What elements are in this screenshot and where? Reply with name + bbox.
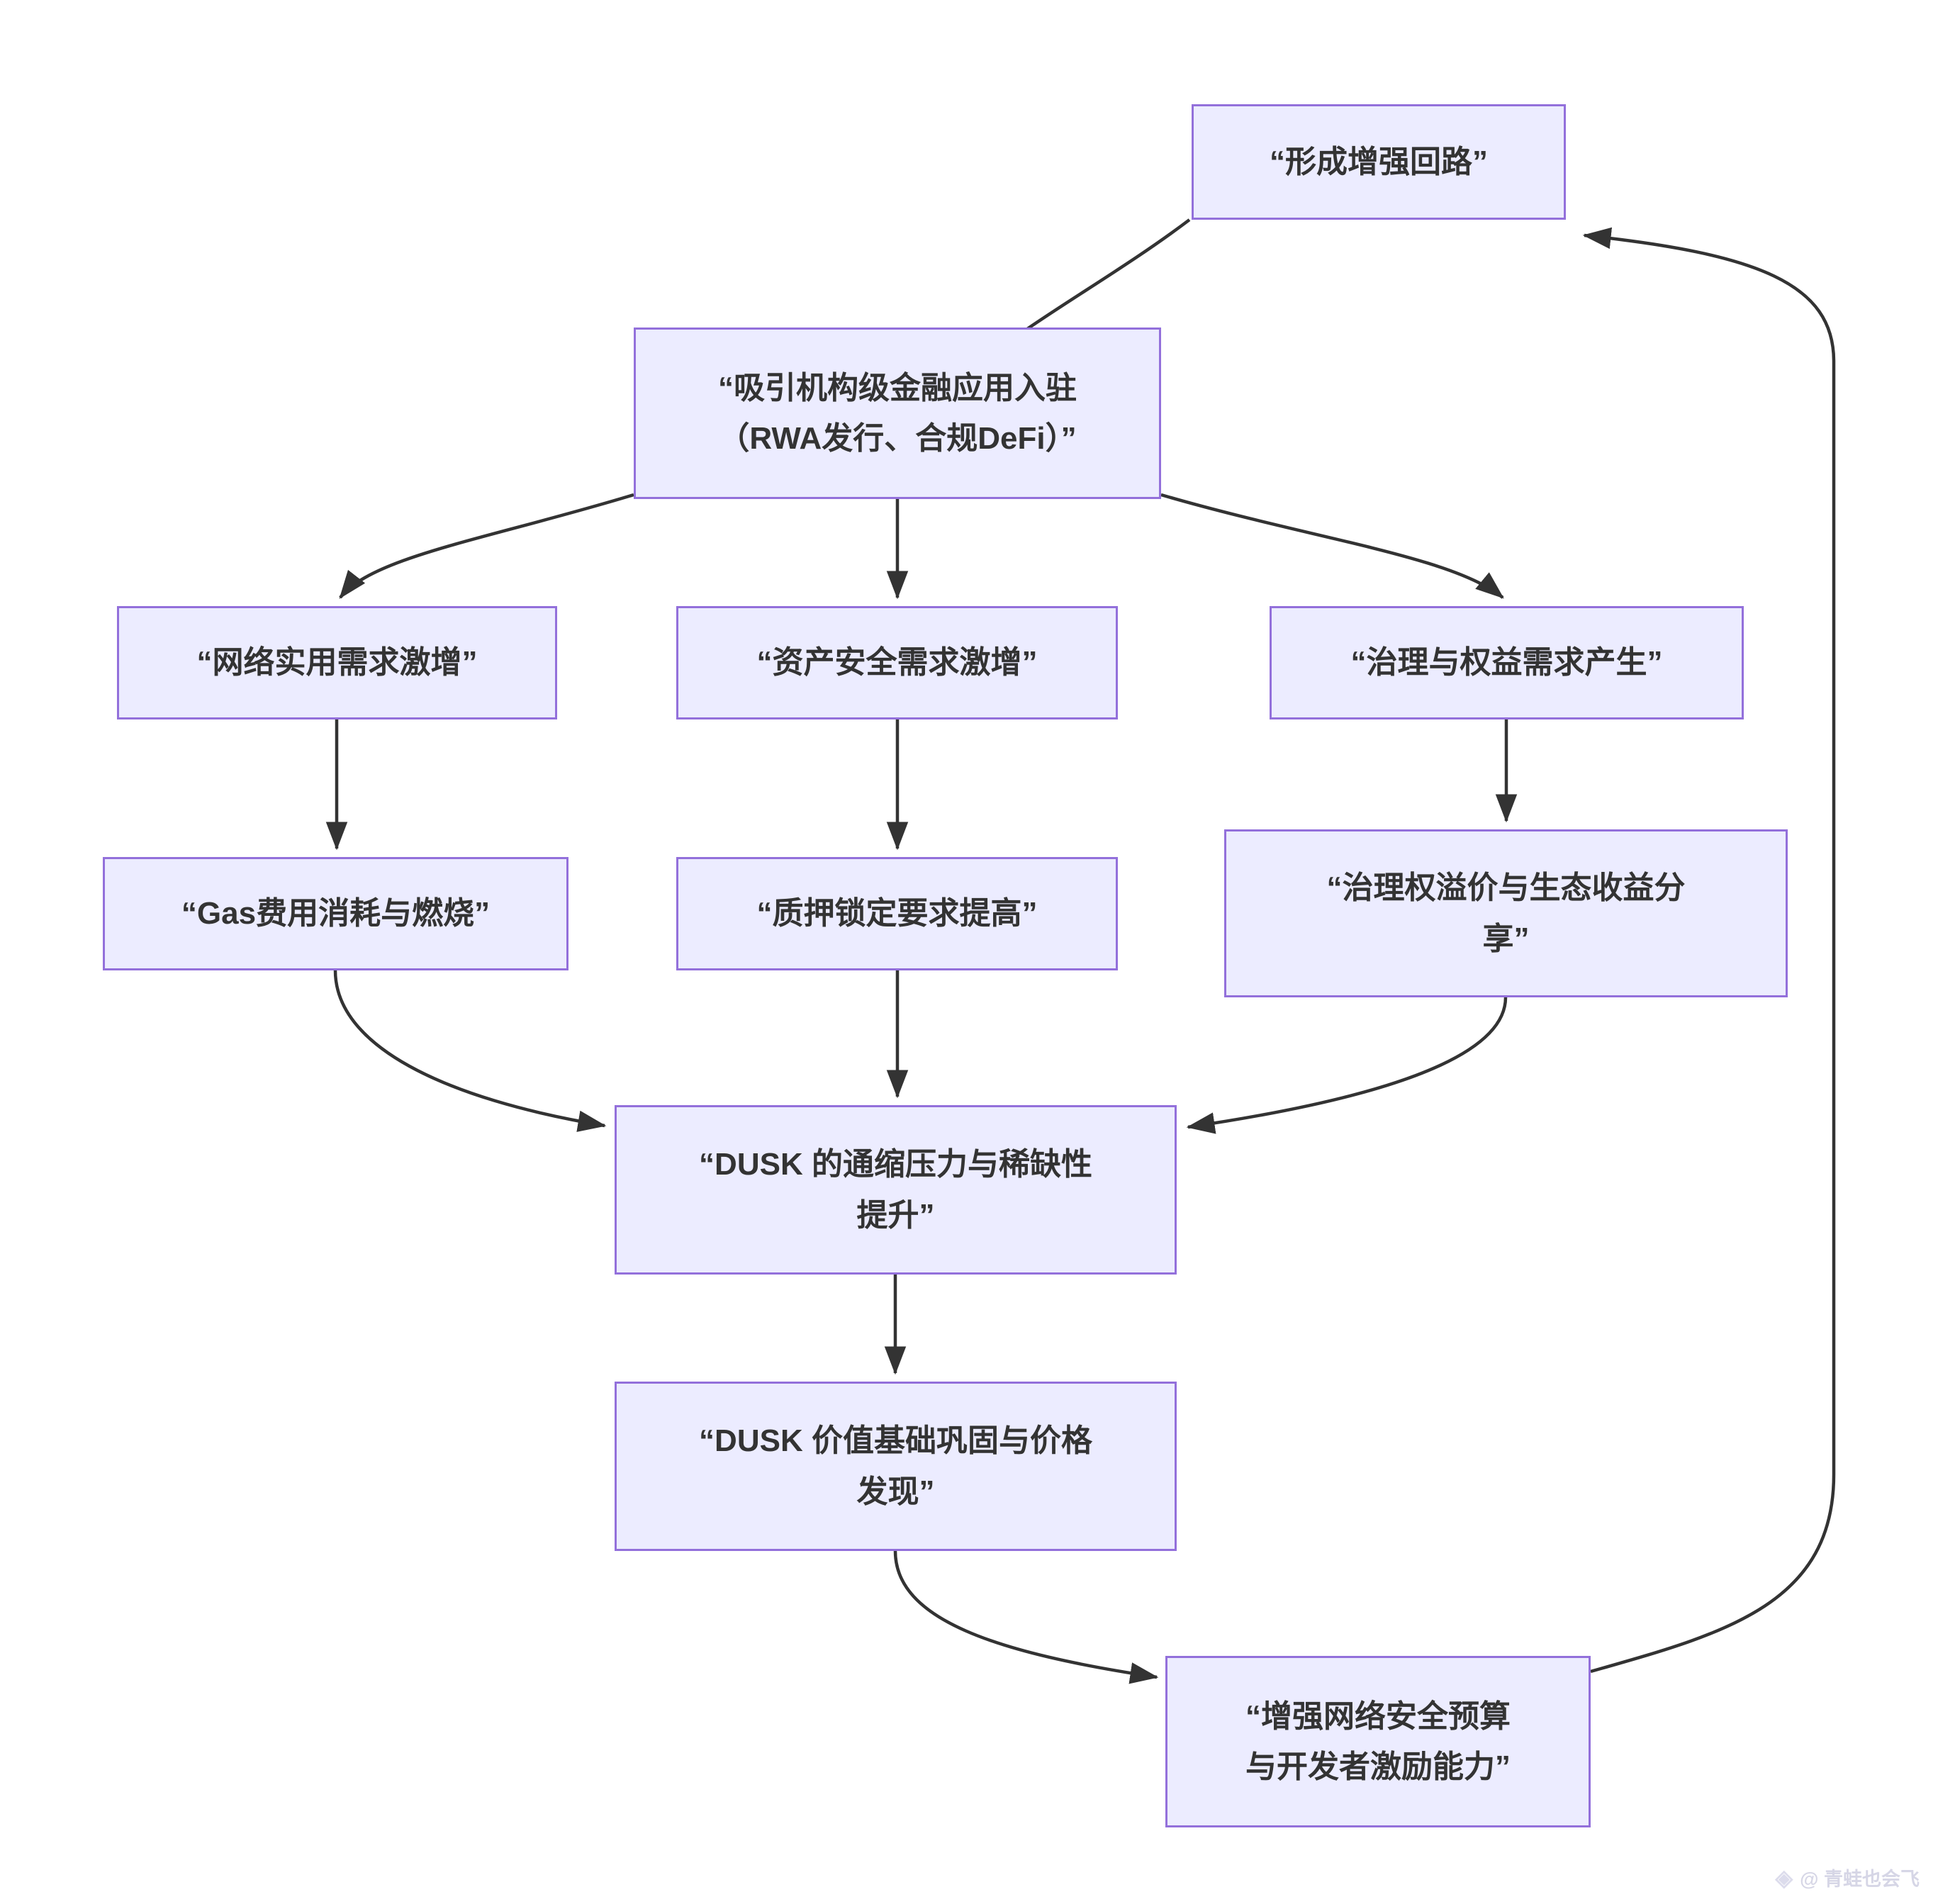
diamond-logo-icon: ◈ <box>1775 1864 1793 1891</box>
node-gas-fee-burn: “Gas费用消耗与燃烧” <box>103 857 568 970</box>
node-asset-security-demand: “资产安全需求激增” <box>676 606 1118 719</box>
node-network-utility-demand: “网络实用需求激增” <box>117 606 557 719</box>
edge-govshare-dusk-deflation <box>1186 997 1508 1134</box>
node-staking-lock-requirement: “质押锁定要求提高” <box>676 857 1118 970</box>
node-attract-institutional-apps: “吸引机构级金融应用入驻 （RWA发行、合规DeFi）” <box>634 327 1161 499</box>
edge-dusk-value-budget <box>893 1550 1159 1684</box>
node-dusk-value-price-discovery: “DUSK 价值基础巩固与价格 发现” <box>615 1382 1177 1551</box>
node-governance-rights-demand: “治理与权益需求产生” <box>1270 606 1744 719</box>
node-security-budget-dev-incentives: “增强网络安全预算 与开发者激励能力” <box>1165 1656 1591 1827</box>
node-governance-premium-yield-share: “治理权溢价与生态收益分 享” <box>1224 829 1788 997</box>
node-reinforcing-loop: “形成增强回路” <box>1192 104 1566 220</box>
watermark-text: @ 青蛙也会飞 <box>1800 1869 1920 1890</box>
node-dusk-deflation-scarcity: “DUSK 的通缩压力与稀缺性 提升” <box>615 1105 1177 1275</box>
edge-gas-dusk-deflation <box>333 970 607 1132</box>
edge-attract-gov <box>1160 493 1504 599</box>
edge-attract-net <box>339 493 634 599</box>
watermark: ◈ @ 青蛙也会飞 <box>1776 1864 1920 1891</box>
edge-budget-loop <box>1582 227 1836 1674</box>
